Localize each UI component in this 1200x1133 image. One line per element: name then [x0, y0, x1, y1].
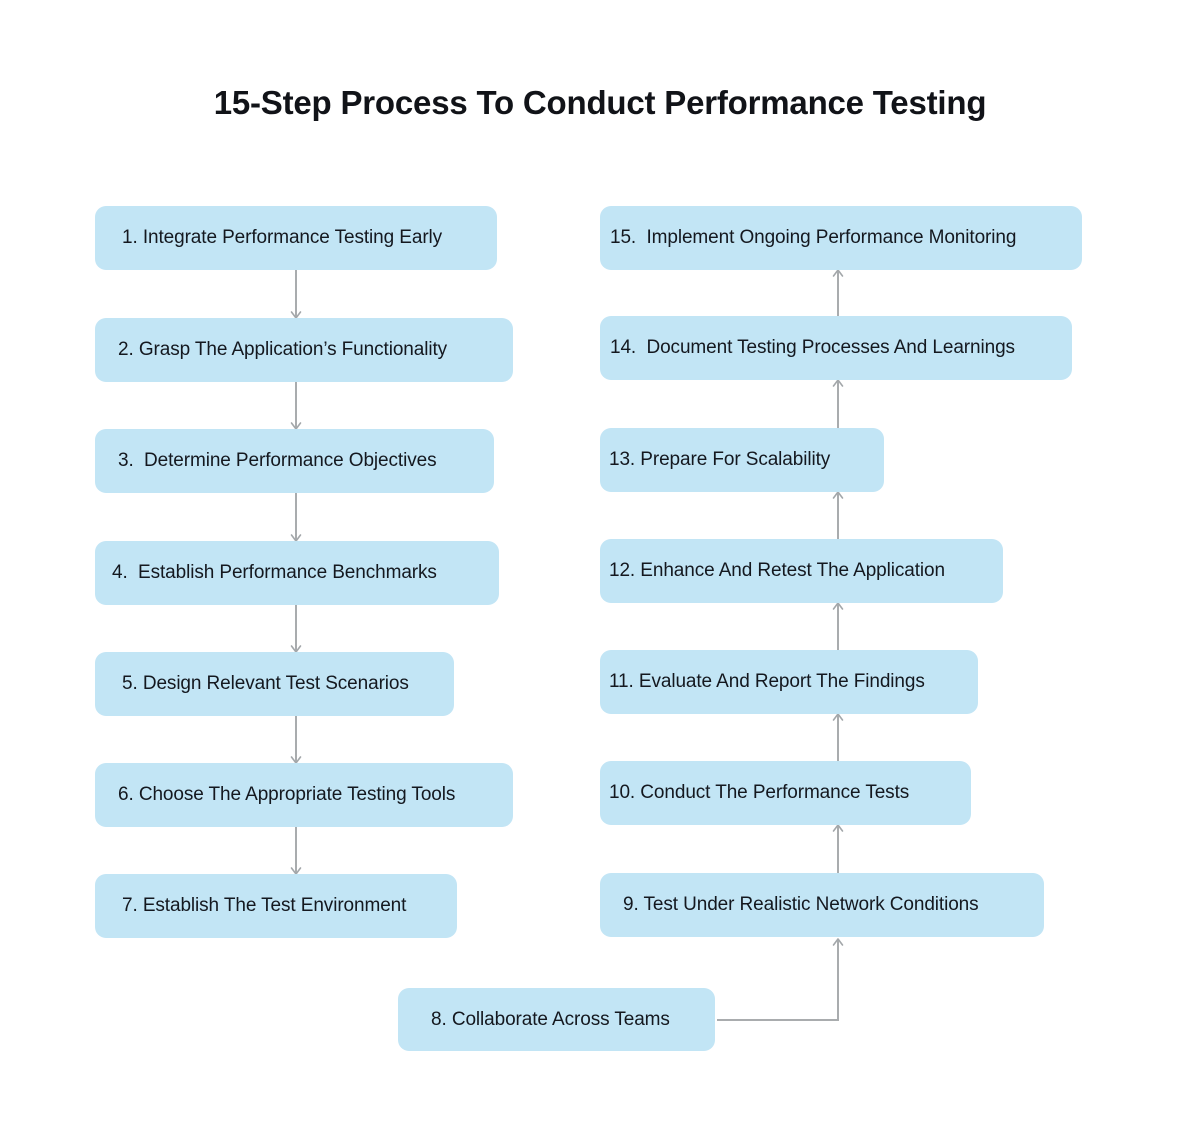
flow-node-step-9[interactable]: 9. Test Under Realistic Network Conditio… — [600, 873, 1044, 937]
flow-node-label: 12. Enhance And Retest The Application — [609, 560, 945, 582]
flow-node-label: 6. Choose The Appropriate Testing Tools — [118, 784, 456, 806]
flow-node-step-5[interactable]: 5. Design Relevant Test Scenarios — [95, 652, 454, 716]
flow-node-step-11[interactable]: 11. Evaluate And Report The Findings — [600, 650, 978, 714]
flow-node-step-14[interactable]: 14. Document Testing Processes And Learn… — [600, 316, 1072, 380]
flow-node-label: 14. Document Testing Processes And Learn… — [610, 337, 1015, 359]
flow-node-step-12[interactable]: 12. Enhance And Retest The Application — [600, 539, 1003, 603]
flow-node-label: 15. Implement Ongoing Performance Monito… — [610, 227, 1017, 249]
flow-node-step-1[interactable]: 1. Integrate Performance Testing Early — [95, 206, 497, 270]
arrowhead-up-icon — [832, 491, 844, 499]
flow-node-step-13[interactable]: 13. Prepare For Scalability — [600, 428, 884, 492]
arrowhead-up-icon — [832, 713, 844, 721]
flow-node-step-3[interactable]: 3. Determine Performance Objectives — [95, 429, 494, 493]
arrowhead-up-icon — [832, 269, 844, 277]
flow-node-label: 7. Establish The Test Environment — [122, 895, 407, 917]
flow-node-label: 5. Design Relevant Test Scenarios — [122, 673, 409, 695]
arrowhead-up-icon — [832, 824, 844, 832]
connector-step-8-to-step-9 — [717, 939, 839, 1021]
flow-node-label: 11. Evaluate And Report The Findings — [609, 671, 925, 693]
flow-node-label: 2. Grasp The Application’s Functionality — [118, 339, 448, 361]
flow-node-label: 9. Test Under Realistic Network Conditio… — [623, 894, 979, 916]
flow-node-label: 3. Determine Performance Objectives — [118, 450, 437, 472]
arrowhead-up-icon — [832, 938, 844, 946]
arrowhead-up-icon — [832, 379, 844, 387]
arrowhead-up-icon — [832, 602, 844, 610]
flow-node-label: 4. Establish Performance Benchmarks — [112, 562, 437, 584]
flow-node-label: 1. Integrate Performance Testing Early — [122, 227, 443, 249]
flow-node-step-6[interactable]: 6. Choose The Appropriate Testing Tools — [95, 763, 513, 827]
page-title: 15-Step Process To Conduct Performance T… — [213, 84, 987, 121]
flow-node-label: 10. Conduct The Performance Tests — [609, 782, 910, 804]
flow-node-step-7[interactable]: 7. Establish The Test Environment — [95, 874, 457, 938]
flow-node-label: 8. Collaborate Across Teams — [431, 1008, 670, 1030]
flow-node-step-15[interactable]: 15. Implement Ongoing Performance Monito… — [600, 206, 1082, 270]
flow-node-step-2[interactable]: 2. Grasp The Application’s Functionality — [95, 318, 513, 382]
flow-node-step-8[interactable]: 8. Collaborate Across Teams — [398, 988, 715, 1051]
flow-node-label: 13. Prepare For Scalability — [609, 449, 831, 471]
flow-node-step-4[interactable]: 4. Establish Performance Benchmarks — [95, 541, 499, 605]
flow-node-step-10[interactable]: 10. Conduct The Performance Tests — [600, 761, 971, 825]
